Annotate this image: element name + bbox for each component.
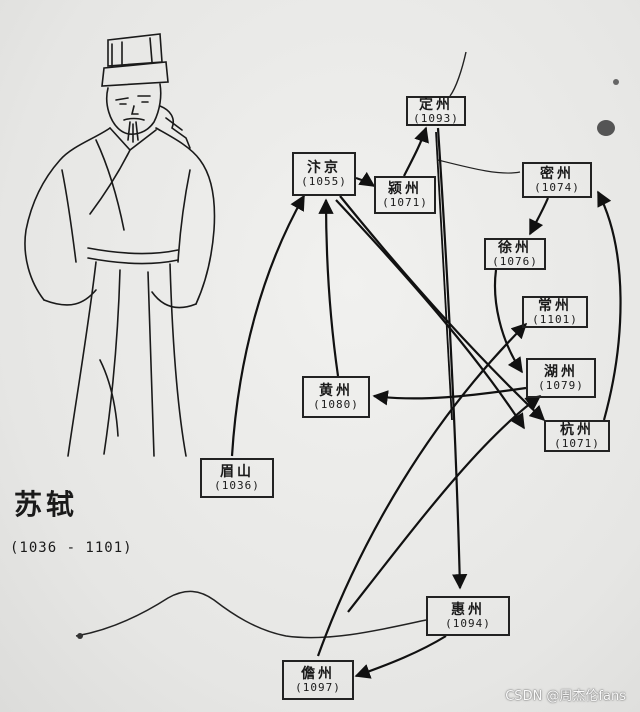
node-bianjing: 汴京 (1055) xyxy=(292,152,356,196)
node-yingzhou: 颍州 (1071) xyxy=(374,176,436,214)
arrow-huizhou-danzhou xyxy=(354,635,447,679)
watermark: CSDN @周杰伦fans xyxy=(505,689,626,704)
arrow-bianjing-hangzhou xyxy=(339,195,546,422)
arrow-dingzhou-huizhou xyxy=(436,127,468,590)
node-huizhou: 惠州 (1094) xyxy=(426,596,510,636)
node-huzhou-name: 湖州 xyxy=(544,363,578,380)
arrow-huangzhou-bianjing xyxy=(318,198,340,377)
node-hangzhou-name: 杭州 xyxy=(560,421,594,438)
node-huzhou-year: (1079) xyxy=(538,378,584,392)
node-xuzhou-year: (1076) xyxy=(492,254,538,268)
node-huzhou: 湖州 (1079) xyxy=(526,358,596,398)
node-huizhou-year: (1094) xyxy=(445,616,491,630)
arrow-bianjing-hangzhou-2 xyxy=(335,199,525,430)
lifespan-label: (1036 - 1101) xyxy=(10,540,133,556)
node-changzhou-name: 常州 xyxy=(538,297,572,314)
arrow-meishan-bianjing xyxy=(230,194,305,457)
node-huizhou-name: 惠州 xyxy=(451,601,485,618)
arrow-yingzhou-dingzhou xyxy=(403,126,429,177)
node-bianjing-year: (1055) xyxy=(301,174,347,188)
node-hangzhou: 杭州 (1071) xyxy=(544,420,610,452)
arrow-danzhou-changzhou xyxy=(316,322,528,657)
node-changzhou: 常州 (1101) xyxy=(522,296,588,328)
arrow-hangzhou-mizhou xyxy=(597,190,622,421)
node-meishan-year: (1036) xyxy=(214,478,260,492)
node-mizhou-year: (1074) xyxy=(534,180,580,194)
node-meishan: 眉山 (1036) xyxy=(200,458,274,498)
portrait-sketch xyxy=(24,33,216,457)
node-mizhou-name: 密州 xyxy=(540,165,574,182)
node-changzhou-year: (1101) xyxy=(532,312,578,326)
node-meishan-name: 眉山 xyxy=(220,463,254,480)
route-arrows xyxy=(230,126,622,679)
node-xuzhou: 徐州 (1076) xyxy=(484,238,546,270)
node-yingzhou-year: (1071) xyxy=(382,195,428,209)
node-dingzhou: 定州 (1093) xyxy=(406,96,466,126)
node-bianjing-name: 汴京 xyxy=(307,159,341,176)
node-danzhou: 儋州 (1097) xyxy=(282,660,354,700)
arrow-xuzhou-huzhou xyxy=(493,269,523,374)
node-hangzhou-year: (1071) xyxy=(554,436,600,450)
arrow-huzhou-huangzhou xyxy=(372,386,527,406)
node-xuzhou-name: 徐州 xyxy=(498,239,532,256)
node-yingzhou-name: 颍州 xyxy=(388,180,422,197)
mountain-line xyxy=(75,590,427,639)
node-danzhou-name: 儋州 xyxy=(301,665,335,682)
node-dingzhou-name: 定州 xyxy=(419,96,453,113)
arrow-bianjing-yingzhou xyxy=(355,171,376,187)
page-title: 苏轼 xyxy=(14,488,79,521)
node-huangzhou: 黄州 (1080) xyxy=(302,376,370,418)
node-huangzhou-name: 黄州 xyxy=(319,382,353,399)
node-dingzhou-year: (1093) xyxy=(413,111,459,125)
arrow-mizhou-xuzhou xyxy=(529,197,550,236)
node-danzhou-year: (1097) xyxy=(295,680,341,694)
node-huangzhou-year: (1080) xyxy=(313,397,359,411)
arrow-huizhou-hangzhou xyxy=(347,395,542,613)
node-mizhou: 密州 (1074) xyxy=(522,162,592,198)
